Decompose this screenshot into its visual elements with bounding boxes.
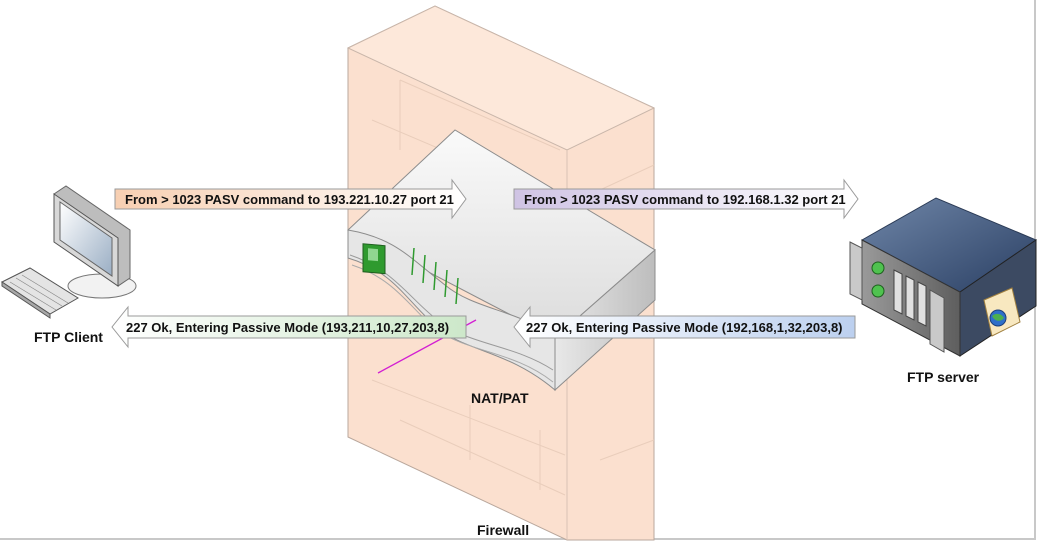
nat-pat-label: NAT/PAT (471, 390, 529, 406)
ftp-client-computer-icon (1, 185, 137, 319)
arrow-text-firewall-to-client: 227 Ok, Entering Passive Mode (193,211,1… (126, 320, 449, 335)
ftp-server-label: FTP server (907, 369, 980, 385)
ftp-server-icon (849, 197, 1038, 357)
arrow-server-to-firewall: 227 Ok, Entering Passive Mode (192,168,1… (513, 305, 856, 349)
firewall-label: Firewall (477, 522, 529, 538)
arrow-text-server-to-firewall: 227 Ok, Entering Passive Mode (192,168,1… (526, 320, 843, 335)
ftp-client-label: FTP Client (34, 329, 103, 345)
arrow-firewall-to-client: 227 Ok, Entering Passive Mode (193,211,1… (111, 305, 467, 349)
arrow-text-firewall-to-server: From > 1023 PASV command to 192.168.1.32… (524, 192, 846, 207)
arrow-firewall-to-server: From > 1023 PASV command to 192.168.1.32… (513, 178, 859, 220)
arrow-text-client-to-firewall: From > 1023 PASV command to 193.221.10.2… (125, 192, 454, 207)
arrow-client-to-firewall: From > 1023 PASV command to 193.221.10.2… (114, 178, 467, 220)
